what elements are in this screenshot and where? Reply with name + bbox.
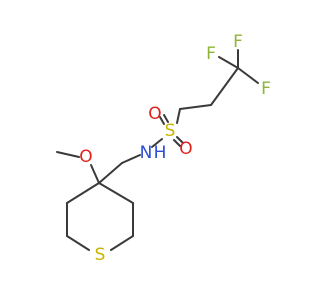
bond-ring-1 xyxy=(98,182,134,204)
bonds xyxy=(56,49,259,251)
bond-c-c-chain2 xyxy=(179,104,212,110)
bond-o-ch3 xyxy=(56,151,80,158)
atom-nitrogen: N xyxy=(140,143,153,163)
bond-s-o-lower-a xyxy=(176,136,184,144)
atom-ring-s: S xyxy=(95,245,106,265)
bond-cq-o xyxy=(90,164,100,184)
bond-c-c-chain1 xyxy=(210,67,239,106)
atom-amine-hydrogen: H xyxy=(154,143,167,163)
bond-c-f-left xyxy=(218,56,239,69)
atom-sulfonyl-o-upper: O xyxy=(148,104,161,124)
bond-ring-3 xyxy=(110,235,134,251)
atom-f-left: F xyxy=(206,44,216,64)
bond-s-o-upper-a xyxy=(159,116,165,125)
bond-n-c xyxy=(121,154,141,164)
bond-c-cq xyxy=(98,162,123,184)
atom-f-right: F xyxy=(261,79,271,99)
bond-s-o-upper-b xyxy=(163,114,169,123)
atom-sulfonyl-s: S xyxy=(165,121,176,141)
bond-ring-4 xyxy=(66,235,90,251)
atom-methoxy-o: O xyxy=(79,147,92,167)
molecule-structure: F F F S O O N H O S xyxy=(56,32,271,265)
atom-sulfonyl-o-lower: O xyxy=(179,139,192,159)
bond-s-n xyxy=(151,138,163,148)
bond-s-o-lower-b xyxy=(173,139,181,147)
bond-c-s xyxy=(176,108,181,124)
atom-f-top: F xyxy=(233,32,243,52)
bond-ring-6 xyxy=(66,182,100,204)
atom-labels: F F F S O O N H O S xyxy=(79,32,271,265)
bond-c-f-right xyxy=(237,67,259,84)
molecule-canvas: F F F S O O N H O S xyxy=(56,32,271,265)
